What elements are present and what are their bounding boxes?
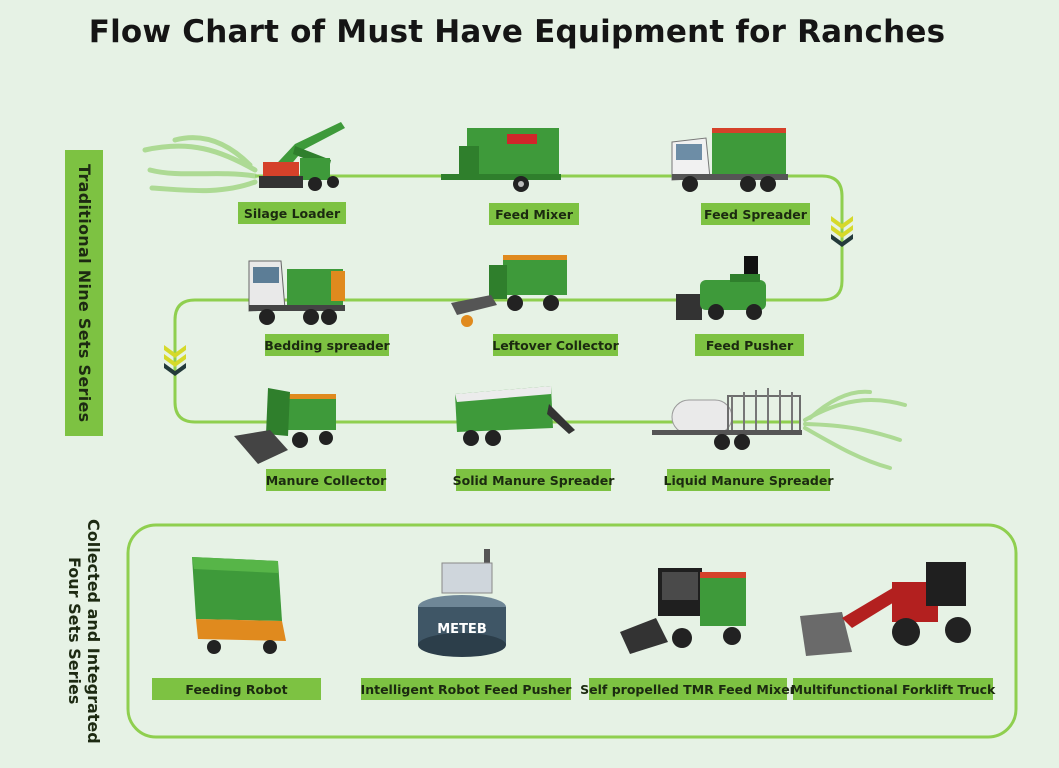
manure-collector-icon [234,388,336,464]
chevron-down-icon [164,345,186,376]
label-feed-pusher: Feed Pusher [695,334,804,356]
label-manure-collector: Manure Collector [266,469,386,491]
feeding-robot-icon [192,557,286,654]
section-integrated-label: Collected and Integrated Four Sets Serie… [65,518,103,744]
robot-feed-pusher-icon: METEB [418,549,506,657]
bedding-spreader-truck-icon [248,260,345,325]
label-forklift-truck: Multifunctional Forklift Truck [791,678,995,700]
feed-mixer-icon [441,128,561,192]
forklift-truck-icon [800,562,971,656]
liquid-manure-spreader-icon [652,388,802,450]
page-title: Flow Chart of Must Have Equipment for Ra… [88,14,946,50]
feed-spreader-truck-icon [671,128,788,192]
section-traditional-bar: Traditional Nine Sets Series [65,150,103,436]
label-tmr-mixer: Self propelled TMR Feed Mixer [580,678,796,700]
label-feed-spreader: Feed Spreader [701,203,810,225]
spray-wisp-right-icon [803,389,907,470]
label-liquid-manure-spreader: Liquid Manure Spreader [664,469,833,491]
label-silage-loader: Silage Loader [238,202,346,224]
label-solid-manure-spreader: Solid Manure Spreader [453,469,614,491]
label-feed-mixer: Feed Mixer [489,203,579,225]
label-bedding-spreader: Bedding spreader [264,334,390,356]
section-integrated-bar: Collected and Integrated Four Sets Serie… [52,510,110,752]
robot-brand-text: METEB [437,622,486,637]
feed-pusher-icon [676,256,766,320]
silage-loader-icon [259,122,345,191]
silage-wisp-left-icon [142,135,258,194]
chevron-down-icon [831,216,853,247]
leftover-collector-icon [451,255,567,327]
label-robot-feed-pusher: Intelligent Robot Feed Pusher [361,678,571,700]
tmr-mixer-icon [620,568,746,654]
label-leftover-collector: Leftover Collector [492,334,619,356]
solid-manure-spreader-icon [455,386,575,446]
section-traditional-label: Traditional Nine Sets Series [75,163,94,423]
label-feeding-robot: Feeding Robot [152,678,321,700]
